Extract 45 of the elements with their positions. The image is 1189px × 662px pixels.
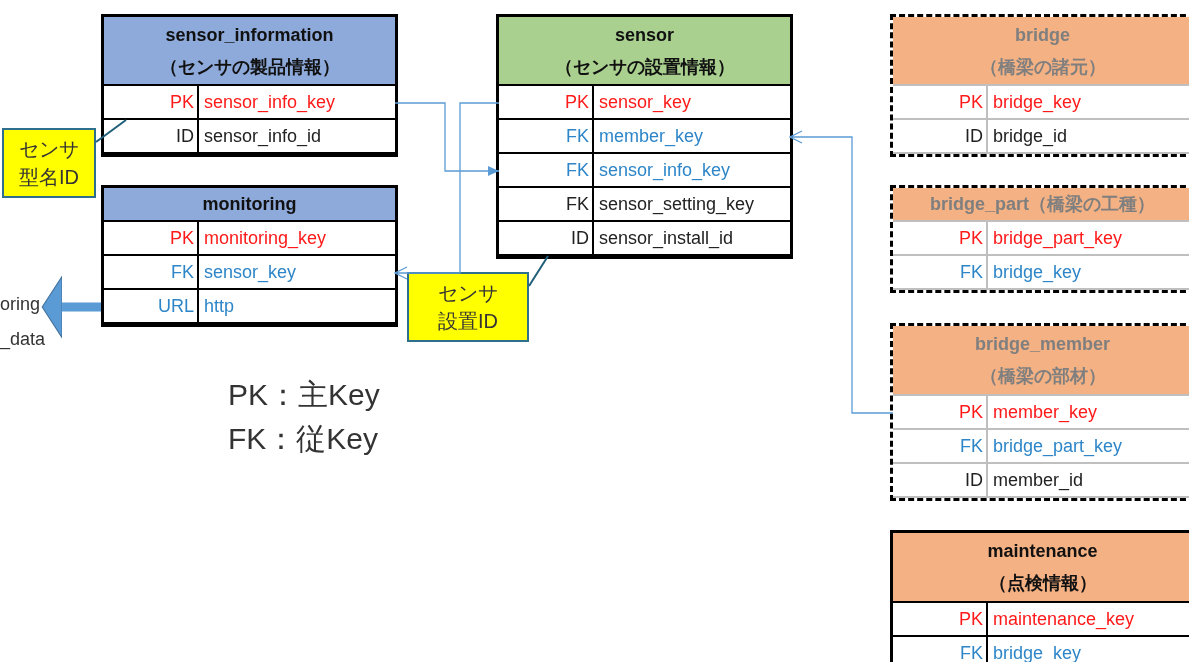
key-legend-text: PK：主Key — [228, 377, 380, 413]
arrow — [394, 102, 500, 280]
leader-line — [528, 255, 549, 287]
table-row: FK sensor_setting_key — [499, 188, 790, 222]
entity-table — [496, 14, 793, 259]
table-row: PK sensor_info_key — [104, 86, 395, 120]
table-row: FK bridge_key — [893, 637, 1189, 662]
block-arrow — [41, 275, 101, 339]
arrow — [394, 102, 500, 176]
key-legend-text: FK：従Key — [228, 421, 379, 457]
table-row: PK maintenance_key — [893, 603, 1189, 637]
table-row: FK bridge_part_key — [893, 430, 1189, 464]
table-row: PK bridge_part_key — [893, 222, 1189, 256]
table-header: monitoring — [104, 188, 395, 222]
entity-table — [101, 185, 398, 327]
leader-line — [95, 119, 127, 143]
entity-table — [890, 14, 1189, 157]
entity-table — [890, 185, 1189, 293]
entity-table — [890, 530, 1189, 662]
table-row: FK bridge_key — [893, 256, 1189, 290]
table-row: FK member_key — [499, 120, 790, 154]
table-row: PK bridge_key — [893, 86, 1189, 120]
table-row: ID sensor_install_id — [499, 222, 790, 256]
arrow — [789, 130, 894, 414]
table-row: PK sensor_key — [499, 86, 790, 120]
table-header: sensor_information （センサの製品情報） — [104, 17, 395, 86]
table-row: ID bridge_id — [893, 120, 1189, 154]
table-header: maintenance （点検情報） — [893, 533, 1189, 603]
table-row: ID member_id — [893, 464, 1189, 498]
table-row: ID sensor_info_id — [104, 120, 395, 154]
table-row: URL http — [104, 290, 395, 324]
table-header: bridge （橋梁の諸元） — [893, 17, 1189, 86]
callout-box: センサ型名ID — [2, 128, 96, 198]
table-row: PK member_key — [893, 396, 1189, 430]
table-header: sensor （センサの設置情報） — [499, 17, 790, 86]
table-row: FK sensor_info_key — [499, 154, 790, 188]
table-name-text: oring — [0, 294, 41, 315]
table-header: bridge_member （橋梁の部材） — [893, 326, 1189, 396]
callout-box: センサ設置ID — [407, 272, 529, 342]
table-name-text: _data — [0, 329, 46, 350]
entity-table — [101, 14, 398, 157]
table-header: bridge_part（橋梁の工種） — [893, 188, 1189, 222]
table-row: FK sensor_key — [104, 256, 395, 290]
table-row: PK monitoring_key — [104, 222, 395, 256]
entity-table — [890, 323, 1189, 501]
